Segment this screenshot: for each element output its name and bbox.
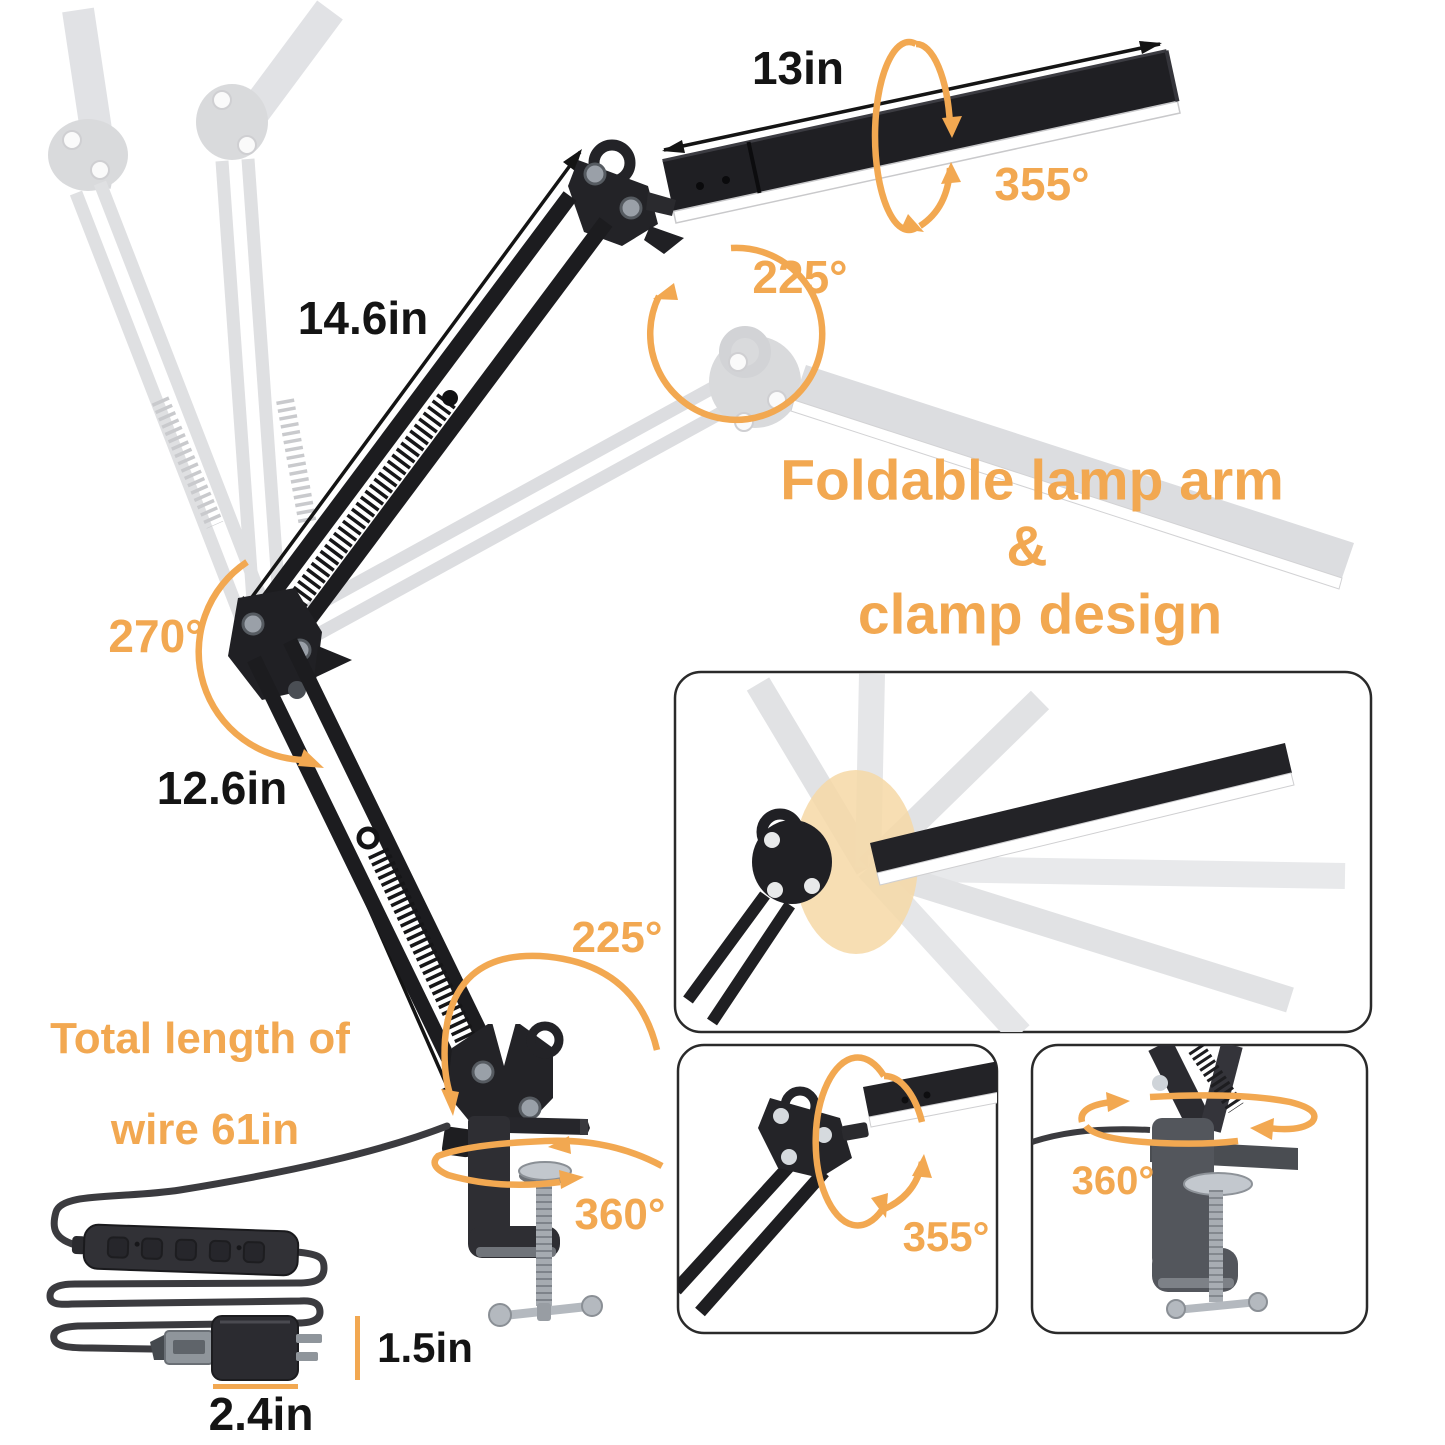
dimension-line-14-6in	[236, 150, 582, 618]
rotation-arc-base-tilt-225	[441, 952, 661, 1116]
inset-clamp-swivel-content	[1032, 1045, 1318, 1319]
wire-note-line2: wire 61in	[110, 1105, 300, 1154]
inline-controller	[71, 1223, 300, 1277]
headline-line1: Foldable lamp arm	[780, 448, 1284, 513]
rotation-label-base-swivel: 360°	[574, 1190, 666, 1239]
power-wire	[46, 1122, 451, 1353]
ghost-arm-middle	[196, 0, 343, 630]
inset-foldable-fan-content	[683, 673, 1346, 1032]
mode-button-icon	[174, 1238, 198, 1262]
ghost-arm-right	[275, 326, 1354, 655]
dimension-line-13in	[663, 42, 1161, 152]
timer-button-icon	[242, 1241, 266, 1264]
dimension-label-adapter-height: 1.5in	[377, 1324, 473, 1371]
inset-head-swivel-content	[678, 1054, 997, 1317]
wire-note-line1: Total length of	[50, 1014, 350, 1063]
dimension-label-head-length: 13in	[751, 42, 845, 94]
brightness-up-button-icon	[140, 1237, 164, 1260]
usb-plug	[150, 1330, 214, 1365]
dimension-label-upper-arm: 14.6in	[297, 292, 429, 344]
rotation-ellipse-base-swivel-360	[431, 1136, 664, 1189]
brightness-down-button-icon	[208, 1239, 232, 1263]
headline-line2: &	[1006, 514, 1048, 579]
rotation-symbol-head-swivel-355	[871, 38, 962, 234]
wall-adapter	[211, 1315, 322, 1381]
ghost-arm-left	[48, 7, 277, 634]
inset-label-head-swivel: 355°	[902, 1213, 990, 1260]
width-measure-line	[213, 1384, 298, 1389]
power-button-icon	[106, 1236, 130, 1259]
main-lower-arm	[247, 637, 512, 1105]
headline-line3: clamp design	[857, 582, 1223, 647]
main-lamp-head	[662, 49, 1181, 224]
rotation-arc-elbow-270	[195, 559, 324, 768]
main-upper-arm	[243, 191, 613, 655]
main-shoulder-joint	[568, 139, 684, 254]
rotation-label-head-swivel: 355°	[994, 158, 1090, 210]
inset-label-clamp-swivel: 360°	[1071, 1159, 1155, 1203]
dimension-label-adapter-width: 2.4in	[208, 1388, 314, 1440]
rotation-label-head-tilt: 225°	[752, 251, 848, 303]
rotation-label-base-tilt: 225°	[571, 913, 663, 962]
main-base-bracket	[441, 1021, 564, 1158]
dimension-label-lower-arm: 12.6in	[156, 762, 288, 814]
rotation-arc-head-tilt-225	[646, 244, 826, 424]
rotation-label-elbow: 270°	[108, 610, 204, 662]
height-measure-line	[355, 1316, 360, 1380]
